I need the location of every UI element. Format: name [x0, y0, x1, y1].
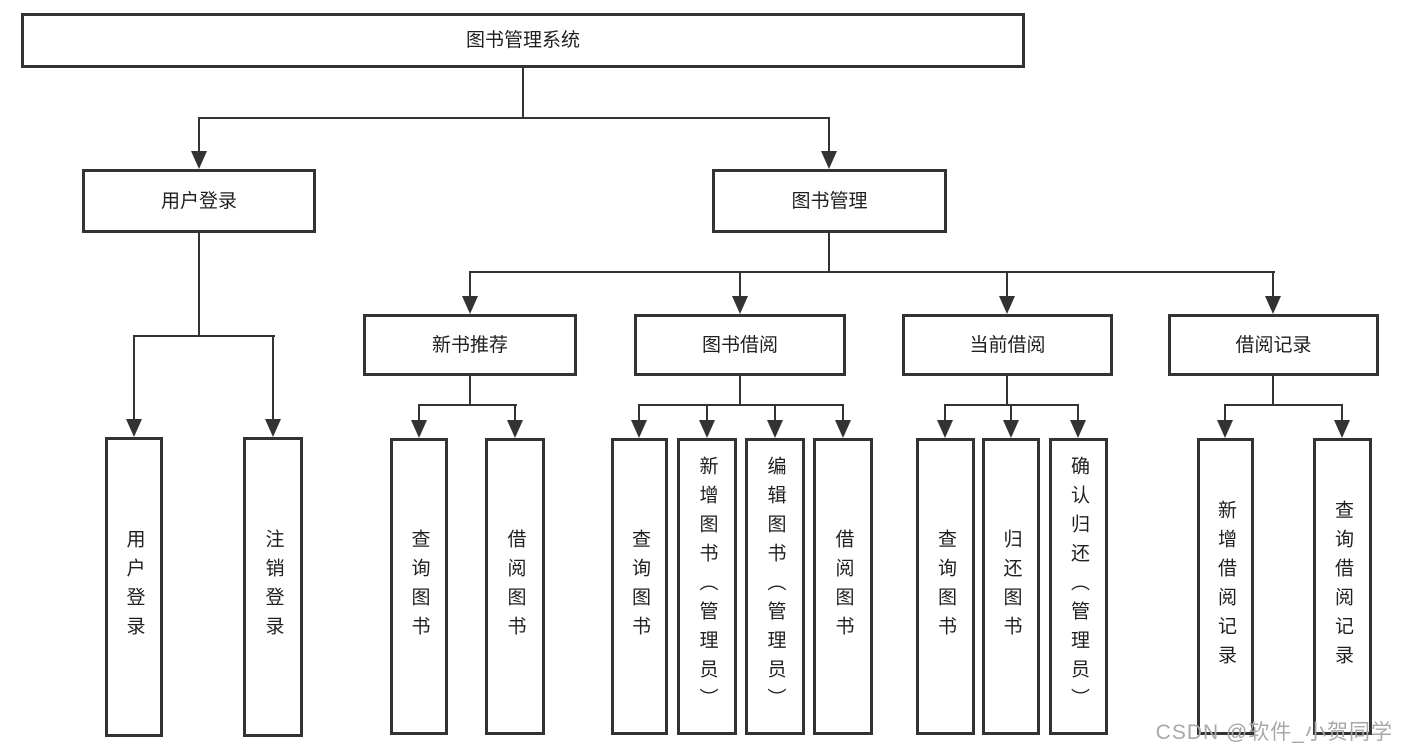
arrowhead-down-icon [265, 419, 281, 437]
node-br-query-record: 查询借阅记录 [1313, 438, 1372, 735]
connector-line [133, 335, 275, 337]
node-login-user-login: 用户登录 [105, 437, 163, 737]
connector-line [272, 335, 274, 420]
connector-line [418, 404, 420, 421]
node-label: 确认归还（管理员） [1068, 456, 1089, 717]
node-cb-return-books: 归还图书 [982, 438, 1040, 735]
connector-line [1341, 404, 1343, 421]
node-label: 借阅图书 [832, 528, 854, 645]
connector-line [842, 404, 844, 421]
node-label: 新书推荐 [431, 334, 508, 356]
arrowhead-down-icon [126, 419, 142, 437]
node-label: 图书管理系统 [465, 30, 580, 51]
watermark: CSDN @软件_小贺同学 [1155, 721, 1393, 744]
node-bb-query-books: 查询图书 [611, 438, 668, 735]
node-label: 编辑图书（管理员） [764, 456, 786, 717]
node-cb-query-books: 查询图书 [916, 438, 975, 735]
node-label: 注销登录 [262, 529, 284, 645]
node-new-book-recommend: 新书推荐 [363, 314, 577, 376]
arrowhead-down-icon [767, 420, 783, 438]
node-label: 用户登录 [160, 190, 237, 212]
connector-line [198, 117, 830, 119]
node-label: 当前借阅 [969, 334, 1046, 356]
arrowhead-down-icon [699, 420, 715, 438]
connector-line [638, 404, 844, 406]
connector-line [469, 376, 471, 406]
node-label: 新增图书（管理员） [696, 456, 718, 717]
node-label: 查询图书 [408, 528, 430, 645]
node-label: 图书借阅 [701, 334, 778, 356]
node-root: 图书管理系统 [21, 13, 1025, 68]
arrowhead-down-icon [462, 296, 478, 314]
connector-line [198, 233, 200, 337]
node-nbr-query-books: 查询图书 [390, 438, 448, 735]
node-label: 查询借阅记录 [1332, 499, 1353, 674]
node-label: 借阅记录 [1235, 334, 1312, 356]
arrowhead-down-icon [191, 151, 207, 169]
arrowhead-down-icon [999, 296, 1015, 314]
connector-line [739, 376, 741, 406]
node-user-login: 用户登录 [82, 169, 316, 233]
node-cb-confirm-return-admin: 确认归还（管理员） [1049, 438, 1108, 735]
connector-line [1272, 271, 1274, 297]
node-login-logout: 注销登录 [243, 437, 303, 737]
node-label: 查询图书 [629, 528, 650, 645]
node-borrow-records: 借阅记录 [1168, 314, 1379, 376]
node-label: 图书管理 [791, 190, 868, 212]
connector-line [522, 68, 524, 118]
connector-line [1077, 404, 1079, 421]
connector-line [133, 335, 135, 420]
node-nbr-borrow-books: 借阅图书 [485, 438, 545, 735]
arrowhead-down-icon [937, 420, 953, 438]
arrowhead-down-icon [821, 151, 837, 169]
connector-line [1272, 376, 1274, 406]
node-br-add-record: 新增借阅记录 [1197, 438, 1254, 735]
connector-line [828, 117, 830, 151]
connector-line [1006, 376, 1008, 406]
arrowhead-down-icon [631, 420, 647, 438]
connector-line [638, 404, 640, 421]
connector-line [1006, 271, 1008, 297]
connector-line [514, 404, 516, 421]
node-label: 归还图书 [1000, 528, 1022, 645]
node-label: 查询图书 [935, 528, 956, 645]
node-book-borrow: 图书借阅 [634, 314, 846, 376]
arrowhead-down-icon [1265, 296, 1281, 314]
node-label: 借阅图书 [504, 528, 526, 645]
connector-line [1224, 404, 1226, 421]
connector-line [944, 404, 946, 421]
arrowhead-down-icon [1070, 420, 1086, 438]
node-bb-borrow-books: 借阅图书 [813, 438, 873, 735]
connector-line [1224, 404, 1343, 406]
arrowhead-down-icon [507, 420, 523, 438]
connector-line [198, 117, 200, 151]
node-label: 用户登录 [123, 529, 145, 645]
connector-line [1010, 404, 1012, 421]
arrowhead-down-icon [1334, 420, 1350, 438]
connector-line [774, 404, 776, 421]
connector-line [739, 271, 741, 297]
connector-line [706, 404, 708, 421]
arrowhead-down-icon [1003, 420, 1019, 438]
arrowhead-down-icon [1217, 420, 1233, 438]
connector-line [469, 271, 471, 297]
connector-line [828, 233, 830, 273]
node-label: 新增借阅记录 [1215, 499, 1236, 674]
node-bb-add-books-admin: 新增图书（管理员） [677, 438, 737, 735]
node-book-management: 图书管理 [712, 169, 947, 233]
connector-line [418, 404, 517, 406]
arrowhead-down-icon [835, 420, 851, 438]
node-bb-edit-books-admin: 编辑图书（管理员） [745, 438, 805, 735]
arrowhead-down-icon [411, 420, 427, 438]
connector-line [469, 271, 1275, 273]
node-current-borrow: 当前借阅 [902, 314, 1113, 376]
arrowhead-down-icon [732, 296, 748, 314]
